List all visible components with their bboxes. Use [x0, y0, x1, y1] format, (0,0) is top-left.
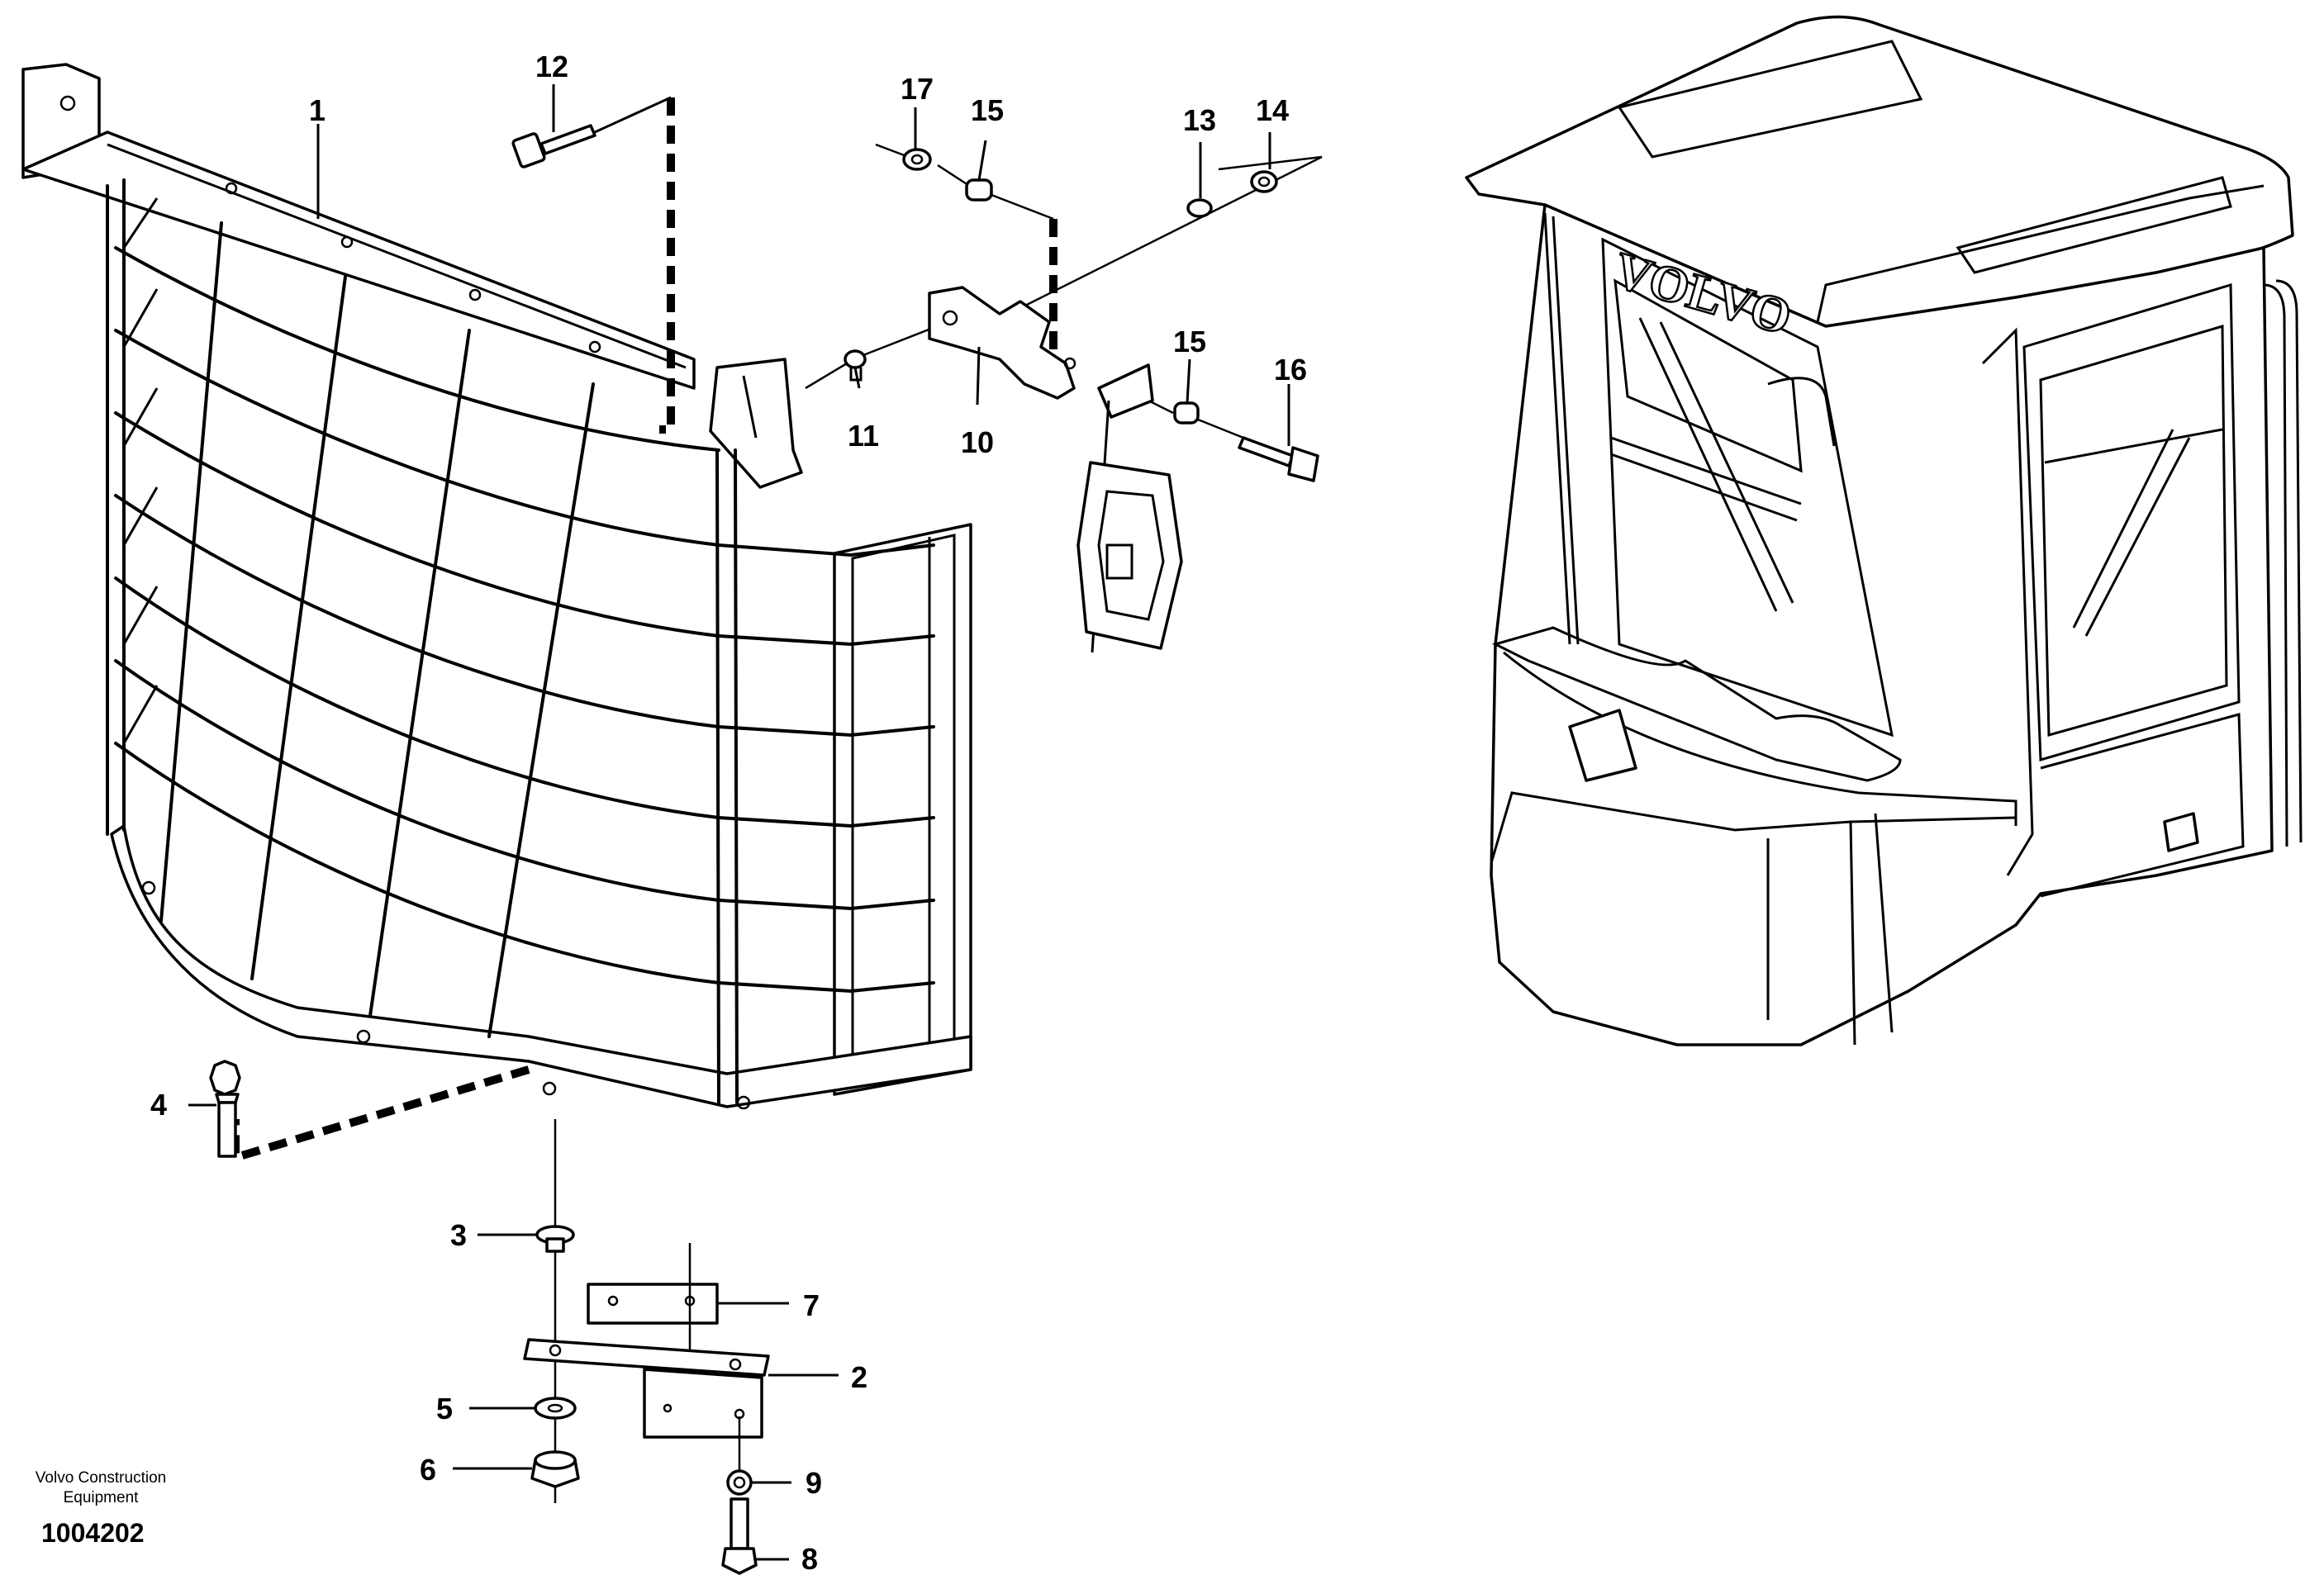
leader-lines	[316, 107, 1290, 446]
bolt-4	[188, 1060, 241, 1158]
publisher-line-1: Volvo Construction	[35, 1469, 167, 1487]
dashed-guide-4	[231, 1065, 530, 1160]
callout-17: 17	[901, 72, 934, 106]
callout-15-upper: 15	[971, 93, 1004, 127]
publisher-credit: Volvo Construction Equipment	[18, 1468, 183, 1508]
callout-6: 6	[420, 1453, 436, 1487]
cab-illustration: VOLVO	[1465, 15, 2303, 1046]
publisher-line-2: Equipment	[63, 1489, 139, 1506]
bolt-12	[511, 84, 672, 168]
callout-12: 12	[535, 50, 568, 83]
callout-15-lower: 15	[1173, 325, 1206, 358]
callout-13: 13	[1183, 103, 1216, 137]
dashed-guide-12	[659, 97, 675, 434]
callout-5: 5	[436, 1392, 453, 1426]
callout-7: 7	[803, 1288, 820, 1322]
callout-4: 4	[150, 1088, 167, 1122]
callout-labels: 1 2 3 4 5 6 7 8 9 10 11 12 13 14 15 15 1…	[150, 50, 1307, 1576]
callout-2: 2	[851, 1360, 867, 1394]
callout-14: 14	[1256, 93, 1289, 127]
lower-mounting-hardware	[453, 1119, 839, 1575]
mirror-assembly	[805, 143, 1323, 653]
callout-11: 11	[848, 419, 879, 453]
callout-3: 3	[450, 1218, 467, 1252]
document-number: 1004202	[41, 1518, 145, 1548]
callout-16: 16	[1274, 353, 1307, 387]
callout-8: 8	[801, 1542, 818, 1576]
callout-10: 10	[961, 425, 994, 459]
guard-grille	[21, 63, 972, 1110]
callout-9: 9	[806, 1466, 822, 1500]
callout-1: 1	[309, 93, 326, 127]
